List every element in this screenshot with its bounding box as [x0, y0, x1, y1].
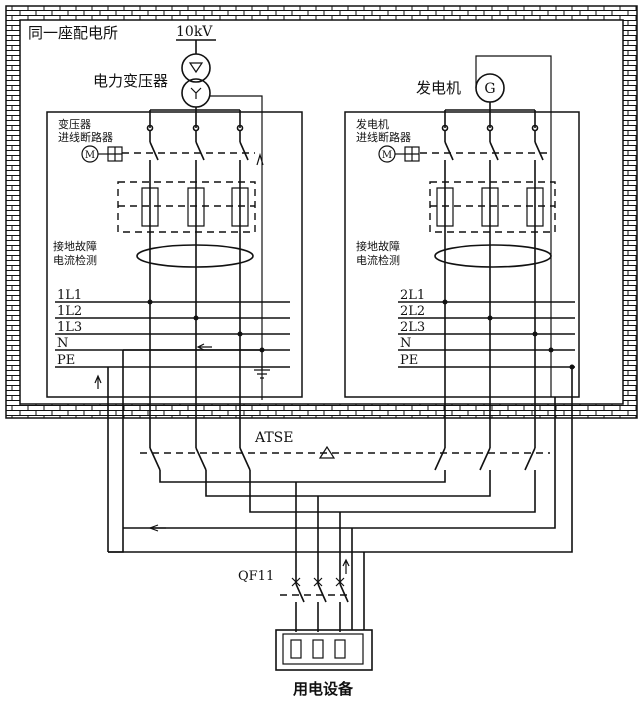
right-bus-2L3: 2L3 [400, 320, 425, 335]
right-bus-N: N [400, 336, 411, 351]
left-bus-1L2: 1L2 [57, 304, 82, 319]
right-bus-2L2: 2L2 [400, 304, 425, 319]
right-fault-label-1: 接地故障 [356, 239, 400, 253]
building-title: 同一座配电所 [28, 24, 118, 42]
right-motor-operator: M [378, 145, 420, 163]
right-breaker-switches [420, 124, 556, 400]
atse-feeders [107, 349, 573, 553]
left-bus-1L1: 1L1 [57, 288, 82, 303]
right-bus-PE: PE [400, 353, 418, 368]
left-fault-ct [136, 244, 254, 268]
generator-label: 发电机 [416, 79, 461, 97]
building-wall [5, 5, 638, 419]
left-bus-PE: PE [57, 353, 75, 368]
atse-label: ATSE [254, 430, 294, 446]
left-motor-letter: M [85, 150, 95, 161]
generator-symbol: G [475, 73, 505, 103]
transformer-feed [149, 95, 263, 400]
load-equipment [275, 629, 373, 671]
right-breaker-label-2: 进线断路器 [356, 130, 411, 144]
generator-symbol-letter: G [484, 81, 495, 97]
left-bus-1L3: 1L3 [57, 320, 82, 335]
left-breaker-label-2: 进线断路器 [58, 130, 113, 144]
qf11-label: QF11 [238, 569, 274, 584]
left-fault-label-1: 接地故障 [53, 239, 97, 253]
left-busbars [55, 299, 290, 389]
right-bus-2L1: 2L1 [400, 288, 425, 303]
transformer-label: 电力变压器 [93, 72, 168, 90]
transformer-voltage: 10kV [176, 24, 213, 40]
right-motor-letter: M [382, 150, 392, 161]
transformer-symbol [176, 39, 216, 108]
qf11-breaker [280, 568, 350, 632]
left-breaker-label-1: 变压器 [58, 117, 91, 131]
qf11-feeders [295, 482, 365, 630]
right-busbars [398, 299, 575, 370]
atse-switch [140, 440, 550, 532]
left-fault-label-2: 电流检测 [53, 253, 97, 267]
right-breaker-label-1: 发电机 [356, 117, 389, 131]
left-bus-N: N [57, 336, 68, 351]
right-fault-ct [434, 244, 552, 268]
left-breaker-switches [117, 124, 264, 400]
generator-feed [444, 55, 552, 397]
right-fault-label-2: 电流检测 [356, 253, 400, 267]
load-label: 用电设备 [293, 680, 354, 698]
left-motor-operator: M [81, 145, 123, 163]
